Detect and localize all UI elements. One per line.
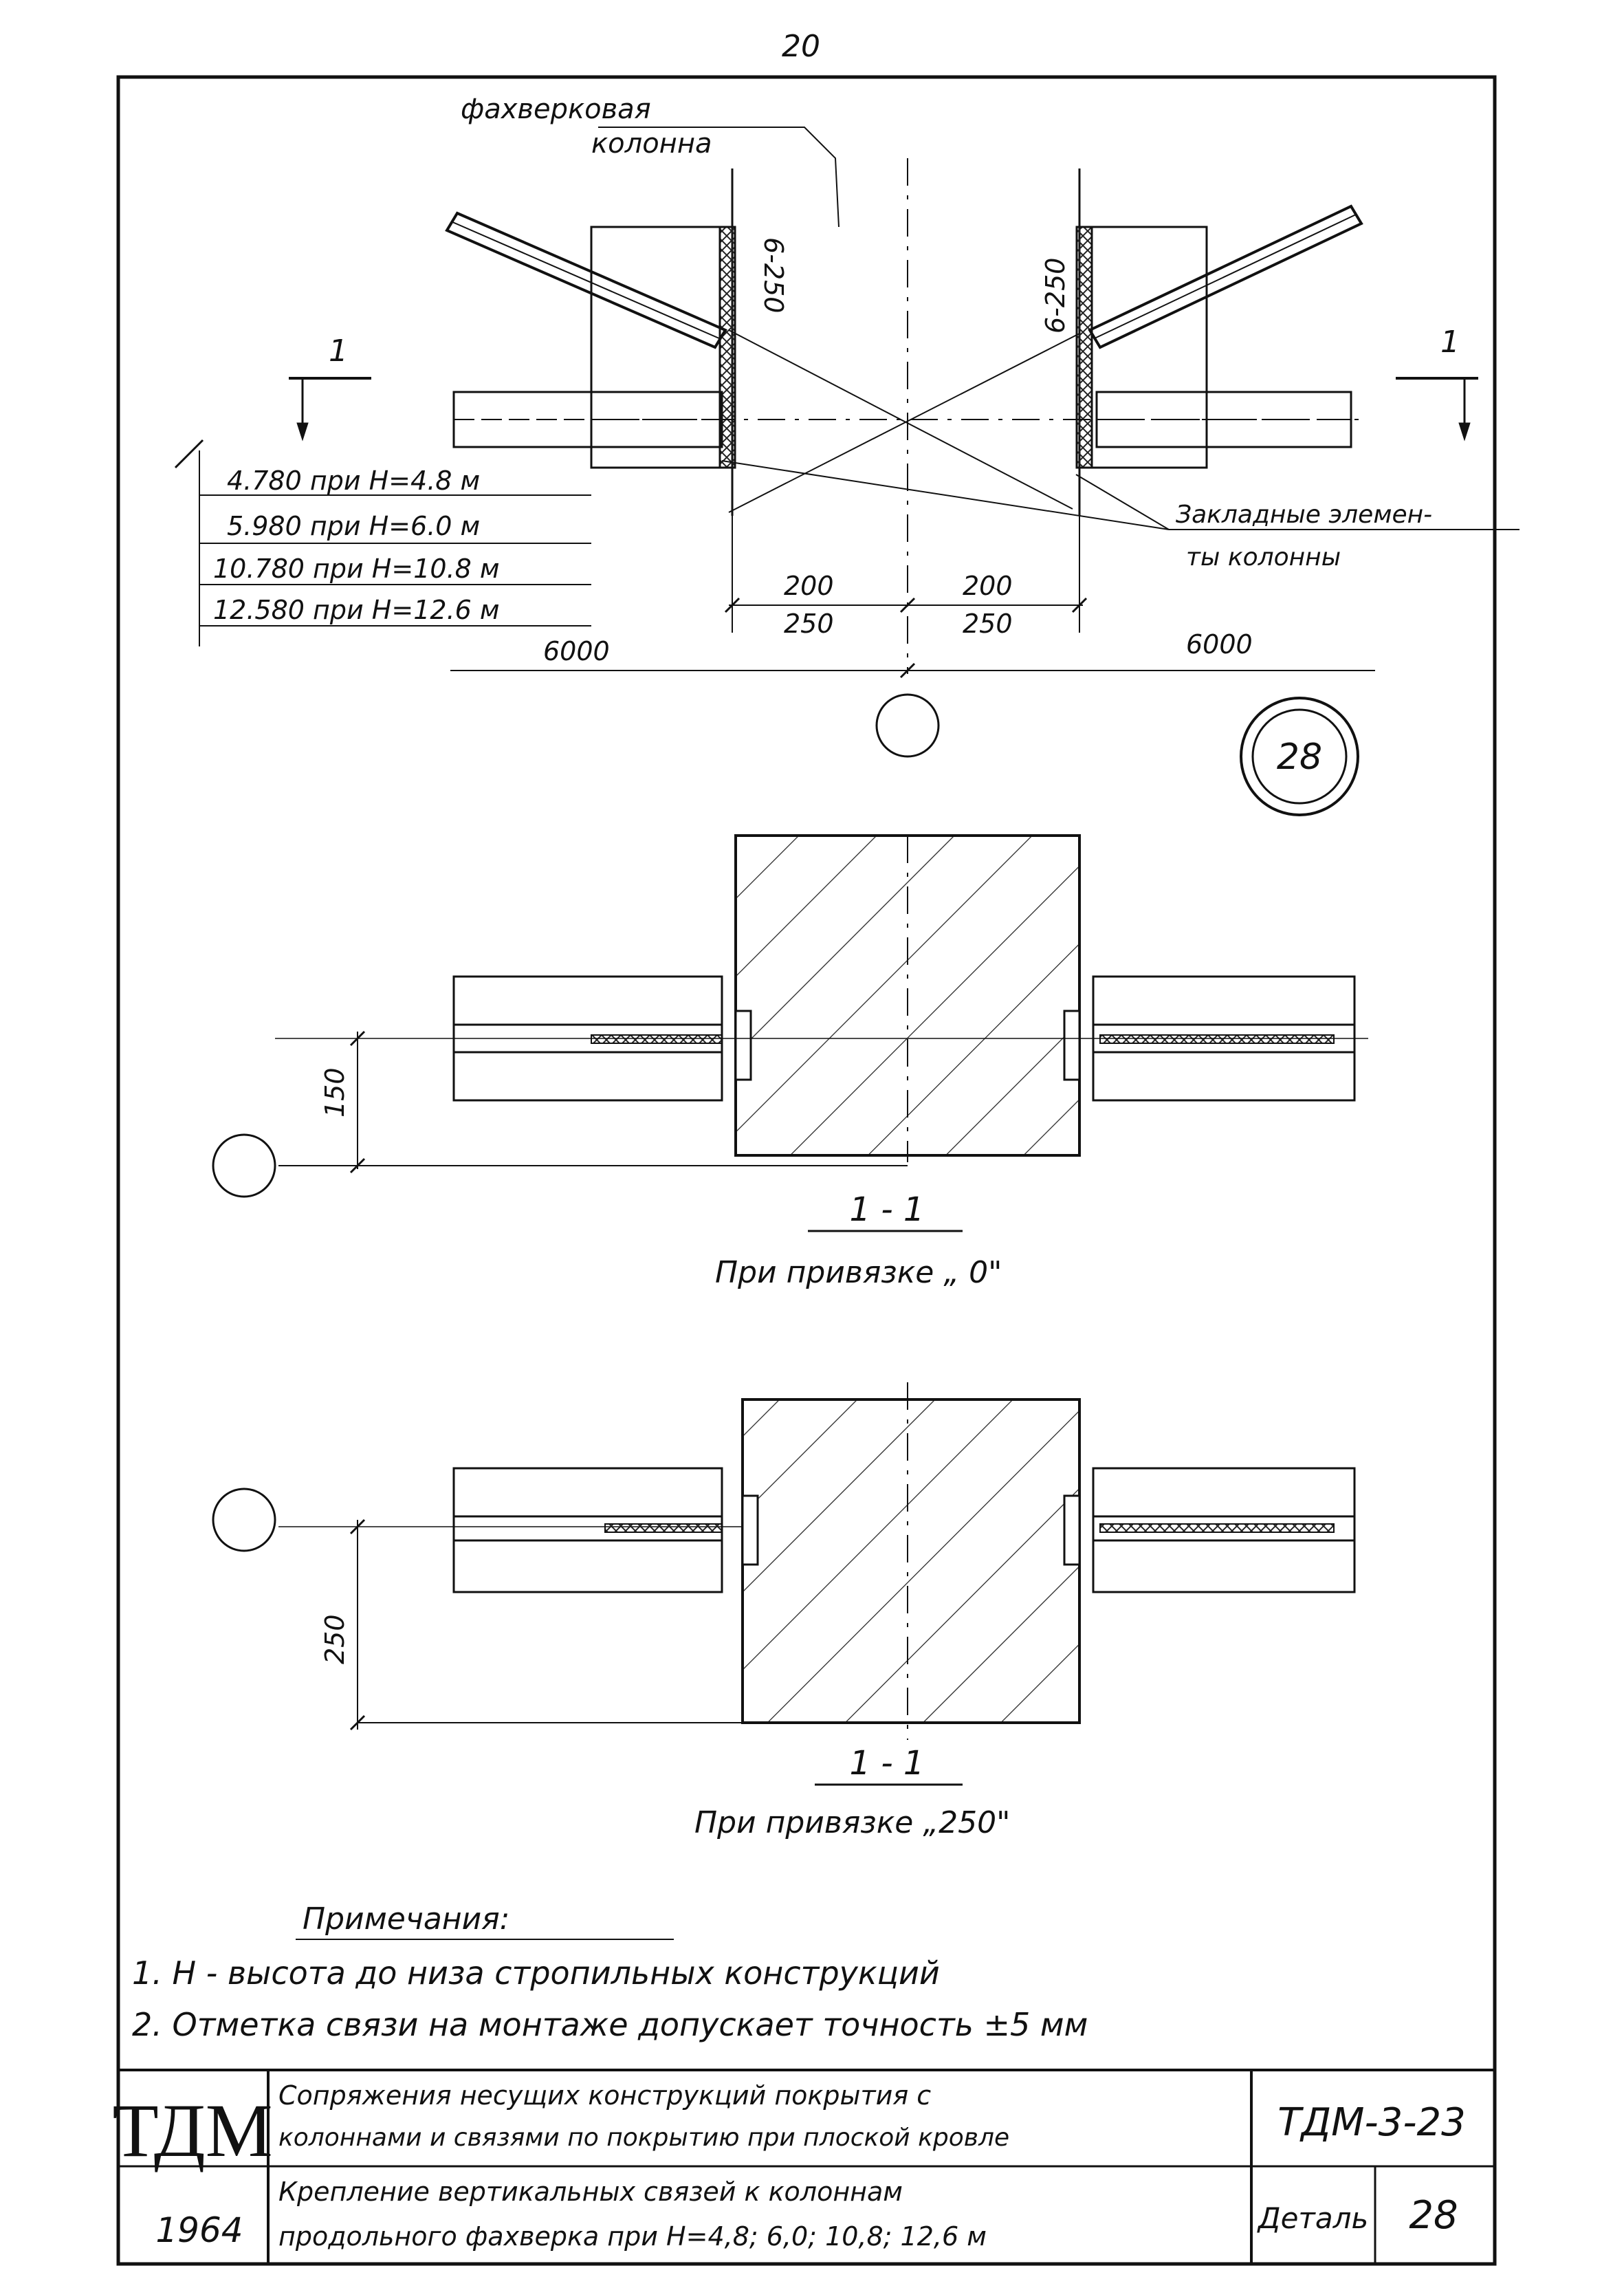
- embedded-label-line1: Закладные элемен-: [1176, 501, 1432, 529]
- weld-label-right: 6-250: [1040, 258, 1071, 334]
- column-section-b: [741, 1398, 1081, 1724]
- dim-250-left: 250: [784, 609, 834, 639]
- column-label-line2: колонна: [591, 128, 712, 160]
- dim-200-left: 200: [784, 571, 834, 601]
- embedded-plate-left: [718, 226, 736, 469]
- section-b-dim: 250: [320, 1614, 350, 1664]
- axis-bubble-top: [875, 693, 940, 758]
- section-a-mark: 1 - 1: [850, 1190, 925, 1229]
- title-line2: колоннами и связями по покрытию при плос…: [278, 2124, 1009, 2152]
- top-view: [174, 127, 1519, 758]
- detail-number: 28: [1277, 737, 1322, 778]
- section-a: [212, 834, 1368, 1232]
- brace-left: [445, 211, 727, 349]
- column-label-line1: фахверковая: [461, 94, 651, 125]
- note-2: 2. Отметка связи на монтаже допускает то…: [132, 2006, 1088, 2043]
- brace-right: [1088, 204, 1363, 349]
- axis-bubble-a: [212, 1133, 276, 1198]
- gusset-plate-left: [590, 226, 734, 469]
- embedded-label-line2: ты колонны: [1186, 543, 1341, 571]
- title-line1: Сопряжения несущих конструкций покрытия …: [278, 2080, 931, 2111]
- elevation-4: 12.580 при Н=12.6 м: [213, 595, 500, 625]
- title-year: 1964: [155, 2210, 243, 2250]
- elevation-2: 5.980 при Н=6.0 м: [227, 511, 480, 541]
- title-block: [118, 2069, 1495, 2264]
- dim-250-right: 250: [963, 609, 1013, 639]
- title-detail-number: 28: [1409, 2193, 1458, 2238]
- subtitle-line2: продольного фахверка при Н=4,8; 6,0; 10,…: [278, 2221, 987, 2252]
- embedded-plate-right: [1075, 226, 1093, 469]
- section-mark-left: 1: [329, 334, 348, 369]
- strut-b-right: [1092, 1467, 1356, 1593]
- drawing-frame: [116, 75, 1497, 2266]
- notes-title: Примечания:: [303, 1902, 510, 1937]
- section-b-mark: 1 - 1: [850, 1744, 925, 1783]
- span-right: 6000: [1186, 629, 1253, 660]
- note-1: 1. Н - высота до низа стропильных констр…: [132, 1954, 940, 1992]
- dim-200-right: 200: [963, 571, 1013, 601]
- section-a-caption: При привязке „ 0": [715, 1255, 1002, 1290]
- page-number: 20: [782, 29, 820, 64]
- detail-number-badge: 28: [1240, 697, 1359, 816]
- subtitle-line1: Крепление вертикальных связей к колоннам: [278, 2177, 903, 2207]
- drawing-code: ТДМ-3-23: [1277, 2100, 1466, 2145]
- elevation-1: 4.780 при Н=4.8 м: [227, 466, 480, 496]
- elevation-3: 10.780 при Н=10.8 м: [213, 554, 500, 584]
- section-a-dim: 150: [320, 1067, 350, 1118]
- weld-label-left: 6-250: [758, 237, 789, 313]
- section-b-caption: При привязке „250": [694, 1805, 1010, 1840]
- axis-bubble-b: [212, 1488, 276, 1552]
- section-b: [212, 1382, 1356, 1786]
- detail-label: Деталь: [1257, 2201, 1368, 2235]
- title-logo: ТДМ: [112, 2089, 272, 2172]
- section-mark-right: 1: [1440, 325, 1460, 360]
- span-left: 6000: [543, 636, 610, 666]
